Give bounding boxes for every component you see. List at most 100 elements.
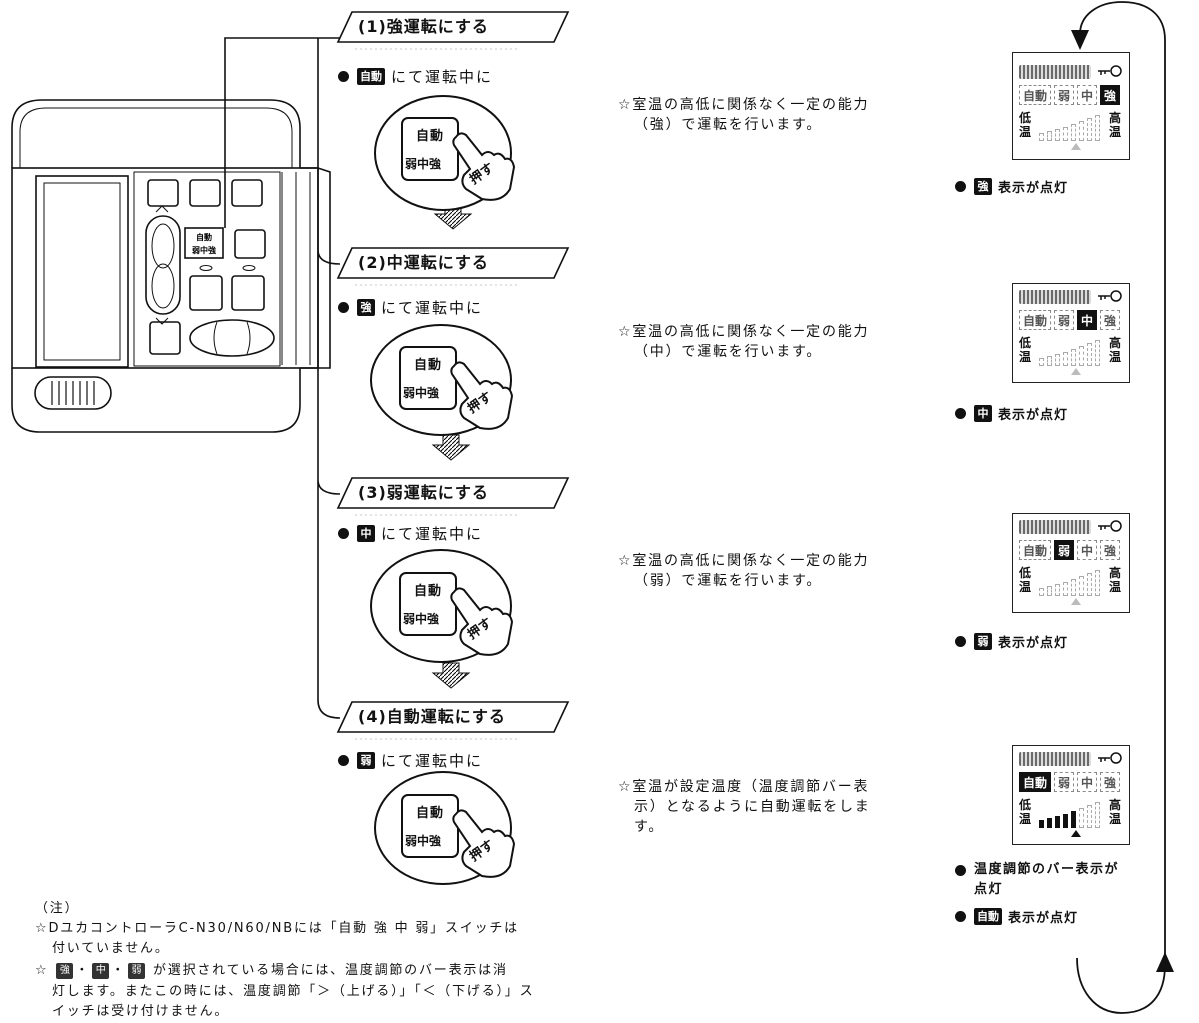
lcd-temp-bar: [1063, 582, 1068, 596]
lcd-cell-low: 弱: [1054, 85, 1074, 105]
lcd-temp-bar: [1055, 129, 1060, 141]
step-4-caption-extra: 温度調節のバー表示が 点灯: [955, 860, 1119, 900]
condition-text: にて運転中に: [381, 751, 484, 770]
bullet-icon: [955, 407, 966, 419]
lcd-temp-bar: [1087, 805, 1092, 828]
remote-controller-drawing: 自動 弱中強: [11, 99, 331, 433]
condition-mode-icon: 自動: [357, 67, 385, 85]
description-line: ☆室温が設定温度（温度調節バー表: [618, 779, 870, 795]
lcd-temp-bar: [1039, 820, 1044, 828]
lcd-mode-indicator: [1019, 65, 1091, 79]
lcd-temp-bars: [1039, 566, 1100, 596]
step-3-description: ☆室温の高低に関係なく一定の能力 （弱）で運転を行います。: [618, 551, 869, 591]
bullet-icon: [338, 301, 349, 313]
lcd-temp-bar: [1071, 349, 1076, 366]
step-4-caption: 自動 表示が点灯: [955, 906, 1078, 926]
step-4-header: (4)自動運転にする: [358, 707, 506, 726]
lcd-temp-bar: [1047, 131, 1052, 141]
step-3-condition: 中 にて運転中に: [338, 523, 483, 543]
lcd-cell-mid: 中: [1077, 85, 1097, 105]
lcd-cell-mid: 中: [1077, 540, 1097, 560]
lcd-low-temp-label: 低温: [1019, 798, 1032, 826]
button-label-top: 自動: [415, 129, 444, 144]
key-icon: [1098, 65, 1122, 77]
lcd-low-temp-label: 低温: [1019, 336, 1032, 364]
lcd-temp-bar: [1079, 808, 1084, 828]
fan-speed-button: 自動 弱中強: [399, 572, 457, 636]
fan-speed-button: 自動 弱中強: [401, 117, 459, 181]
lcd-low-temp-label: 低温: [1019, 566, 1032, 594]
note-line-1: ☆DユカコントローラC-N30/N60/NBには「自動 強 中 弱」スイッチは: [35, 921, 519, 936]
lcd-temp-bar: [1087, 343, 1092, 366]
lcd-marker-icon: [1071, 830, 1081, 837]
description-line: （強）で運転を行います。: [634, 117, 823, 133]
step-2-condition: 強 にて運転中に: [338, 297, 483, 317]
caption-text: 表示が点灯: [1008, 910, 1079, 926]
lcd-temp-bar: [1039, 133, 1044, 141]
note-line-3: ☆ 強・中・弱 が選択されている場合には、温度調節のバー表示は消: [35, 962, 508, 980]
condition-text: にて運転中に: [381, 298, 484, 317]
note-line-3-text: が選択されている場合には、温度調節のバー表示は消: [152, 963, 508, 978]
condition-mode-icon: 弱: [357, 751, 375, 769]
description-line: ☆室温の高低に関係なく一定の能力: [618, 324, 870, 340]
lcd-temp-bar: [1055, 584, 1060, 596]
button-label-bottom: 弱中強: [405, 834, 442, 848]
condition-mode-icon: 強: [357, 298, 375, 316]
lcd-mode-indicator: [1019, 752, 1091, 766]
note-line-2: 付いていません。: [52, 941, 170, 956]
description-line: す。: [634, 819, 665, 835]
step-2-header: (2)中運転にする: [358, 253, 489, 272]
lcd-cell-auto: 自動: [1019, 772, 1051, 792]
lcd-temp-bar: [1047, 356, 1052, 366]
description-line: ☆室温の高低に関係なく一定の能力: [618, 553, 870, 569]
step-2-description: ☆室温の高低に関係なく一定の能力 （中）で運転を行います。: [618, 322, 869, 362]
step-1-condition: 自動 にて運転中に: [338, 66, 493, 86]
lcd-speed-row: 自動 弱 中 強: [1019, 540, 1120, 560]
caption-extra-line: 点灯: [974, 882, 1004, 897]
description-line: （弱）で運転を行います。: [634, 573, 823, 589]
caption-extra-line: 温度調節のバー表示が: [974, 862, 1120, 877]
lcd-temp-bar: [1063, 814, 1068, 828]
note-line-5: イッチは受け付けません。: [52, 1004, 230, 1019]
device-label-bottom: 弱中強: [192, 245, 216, 255]
note-mode-icon: 中: [92, 962, 110, 979]
lcd-temp-bar: [1047, 818, 1052, 828]
lcd-temp-bar: [1095, 115, 1100, 141]
bullet-icon: [338, 527, 349, 539]
lcd-temp-bar: [1087, 118, 1092, 141]
lcd-temp-bar: [1087, 573, 1092, 596]
button-label-bottom: 弱中強: [403, 386, 440, 400]
caption-mode-icon: 弱: [974, 632, 992, 650]
lcd-cell-high: 強: [1100, 310, 1120, 330]
bullet-icon: [955, 910, 966, 922]
note-mode-icon: 強: [56, 962, 74, 979]
note-star: ☆: [35, 963, 49, 978]
step-2-press-illustration: 自動 弱中強 押す: [368, 322, 518, 447]
pointing-hand-icon: [450, 587, 514, 656]
pointing-hand-icon: [452, 809, 516, 878]
step-3-press-illustration: 自動 弱中強 押す: [368, 548, 518, 673]
lcd-temp-bars: [1039, 111, 1100, 141]
note-label: （注）: [35, 901, 80, 916]
caption-text: 表示が点灯: [998, 180, 1069, 196]
lcd-speed-row: 自動 弱 中 強: [1019, 310, 1120, 330]
pointing-hand-icon: [452, 132, 516, 201]
step-1-header: (1)強運転にする: [358, 17, 489, 36]
step-1-lcd-display: 自動 弱 中 強 低温 高温: [1012, 52, 1130, 160]
lcd-cell-mid: 中: [1077, 310, 1097, 330]
lcd-mode-indicator: [1019, 520, 1091, 534]
step-1-caption: 強 表示が点灯: [955, 176, 1068, 196]
lcd-mode-indicator: [1019, 290, 1091, 304]
lcd-temp-bar: [1063, 352, 1068, 366]
step-3-caption: 弱 表示が点灯: [955, 631, 1068, 651]
description-line: （中）で運転を行います。: [634, 344, 823, 360]
lcd-temp-bar: [1071, 124, 1076, 141]
description-line: 示）となるように自動運転をしま: [634, 799, 871, 815]
lcd-temp-bar: [1039, 358, 1044, 366]
lcd-temp-bars: [1039, 336, 1100, 366]
key-icon: [1098, 520, 1122, 532]
lcd-cell-high: 強: [1100, 540, 1120, 560]
lcd-cell-auto: 自動: [1019, 310, 1051, 330]
description-line: ☆室温の高低に関係なく一定の能力: [618, 97, 870, 113]
key-icon: [1098, 752, 1122, 764]
